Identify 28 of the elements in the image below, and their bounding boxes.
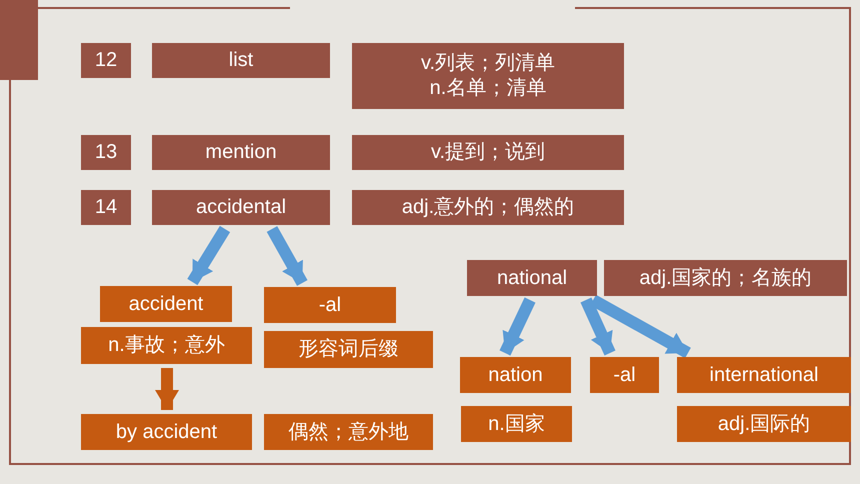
word-box: 13 [81, 135, 131, 170]
word-box: by accident [81, 414, 252, 450]
word-box: 12 [81, 43, 131, 78]
word-box: national [467, 260, 597, 296]
word-box: v.列表；列清单 n.名单；清单 [352, 43, 624, 109]
word-box: adj.意外的；偶然的 [352, 190, 624, 225]
block-arrow [155, 368, 180, 410]
block-arrow [187, 226, 230, 286]
word-box: nation [460, 357, 571, 393]
word-box: 形容词后缀 [264, 331, 433, 368]
word-box: adj.国家的；名族的 [604, 260, 847, 296]
block-arrow [590, 294, 691, 358]
word-box: n.事故；意外 [81, 327, 252, 364]
block-arrow [266, 226, 308, 286]
word-box: accidental [152, 190, 330, 225]
block-arrow [580, 298, 616, 356]
word-box: -al [590, 357, 659, 393]
word-box: n.国家 [461, 406, 572, 442]
word-box: 14 [81, 190, 131, 225]
word-box: accident [100, 286, 232, 322]
word-box: 偶然；意外地 [264, 414, 433, 450]
word-box: list [152, 43, 330, 78]
word-box: mention [152, 135, 330, 170]
word-box: international [677, 357, 851, 393]
word-box: adj.国际的 [677, 406, 851, 442]
word-box: -al [264, 287, 396, 323]
block-arrow [500, 297, 536, 356]
word-box: v.提到；说到 [352, 135, 624, 170]
